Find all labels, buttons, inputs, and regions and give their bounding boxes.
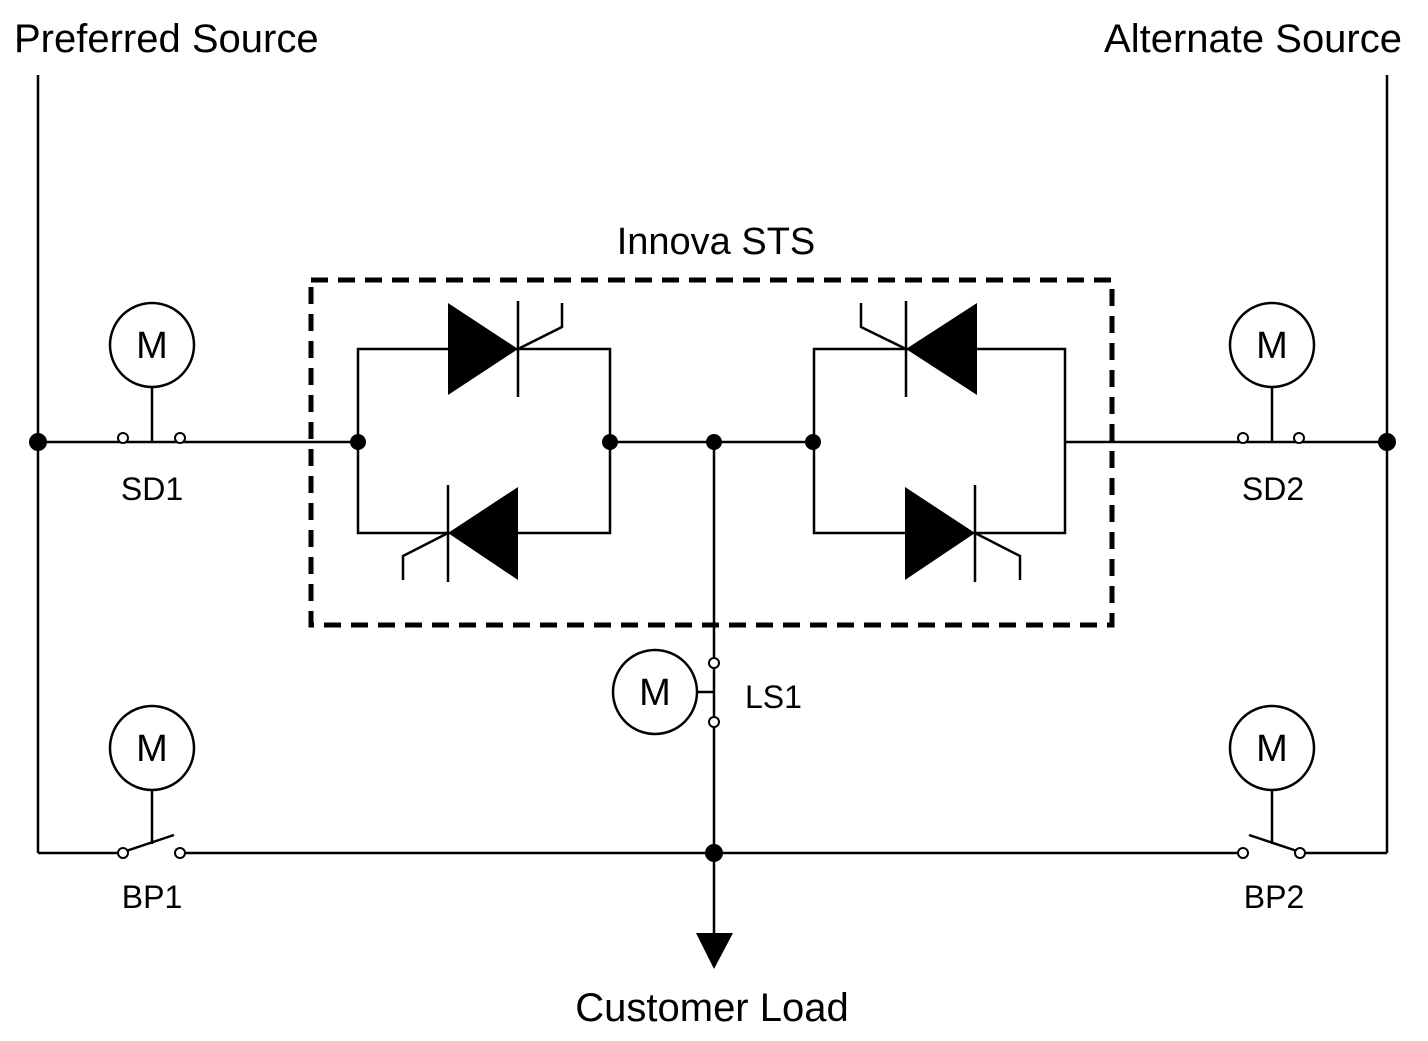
scr-loop-left bbox=[356, 347, 612, 535]
thyristor-reverse-left-icon bbox=[401, 485, 518, 582]
junction-dot-scr-right-in bbox=[805, 434, 821, 450]
switch-terminal bbox=[708, 716, 720, 728]
sd1-label: SD1 bbox=[121, 471, 183, 507]
motor-symbol: M bbox=[136, 728, 168, 770]
motor-symbol: M bbox=[136, 325, 168, 367]
switch-terminal bbox=[1294, 847, 1306, 859]
sts-title: Innova STS bbox=[617, 221, 816, 263]
motor-symbol: M bbox=[1256, 325, 1288, 367]
preferred-side-scr-pair bbox=[356, 301, 612, 582]
thyristor-reverse-right-icon bbox=[859, 301, 977, 397]
junction-dot-scr-left-in bbox=[350, 434, 366, 450]
bp1-label: BP1 bbox=[122, 879, 182, 915]
ls1-switch: M bbox=[611, 648, 720, 736]
switch-terminal bbox=[117, 432, 129, 444]
bp2-switch: M bbox=[1228, 704, 1316, 859]
junction-dot-output bbox=[706, 434, 722, 450]
thyristor-forward-right-icon bbox=[905, 485, 1022, 582]
switch-terminal bbox=[174, 432, 186, 444]
ls1-label: LS1 bbox=[745, 679, 802, 715]
load-arrow-icon bbox=[696, 933, 733, 969]
junction-dot-bypass bbox=[705, 844, 723, 862]
motor-symbol: M bbox=[639, 672, 671, 714]
alternate-side-scr-pair bbox=[812, 301, 1067, 582]
switch-terminal bbox=[1237, 432, 1249, 444]
switch-terminal bbox=[117, 847, 129, 859]
switch-terminal bbox=[174, 847, 186, 859]
junction-dot-scr-left-out bbox=[602, 434, 618, 450]
scr-loop-right bbox=[812, 347, 1067, 535]
switch-terminal bbox=[1237, 847, 1249, 859]
customer-load-label: Customer Load bbox=[575, 986, 848, 1030]
open-switch-blade bbox=[1248, 833, 1298, 853]
alternate-source-label: Alternate Source bbox=[1104, 17, 1402, 61]
thyristor-forward-left-icon bbox=[448, 301, 564, 397]
open-switch-blade bbox=[125, 833, 175, 853]
switch-terminal bbox=[1293, 432, 1305, 444]
switch-terminal bbox=[708, 657, 720, 669]
sd2-switch: M bbox=[1228, 301, 1316, 444]
sd2-label: SD2 bbox=[1242, 471, 1304, 507]
bp1-switch: M bbox=[108, 704, 196, 859]
junction-dot-alternate-bus bbox=[1378, 433, 1396, 451]
sd1-switch: M bbox=[108, 301, 196, 444]
preferred-source-label: Preferred Source bbox=[14, 17, 319, 61]
motor-symbol: M bbox=[1256, 728, 1288, 770]
junction-dot-preferred-bus bbox=[29, 433, 47, 451]
bp2-label: BP2 bbox=[1244, 879, 1304, 915]
sts-dashed-boundary bbox=[308, 277, 1115, 628]
